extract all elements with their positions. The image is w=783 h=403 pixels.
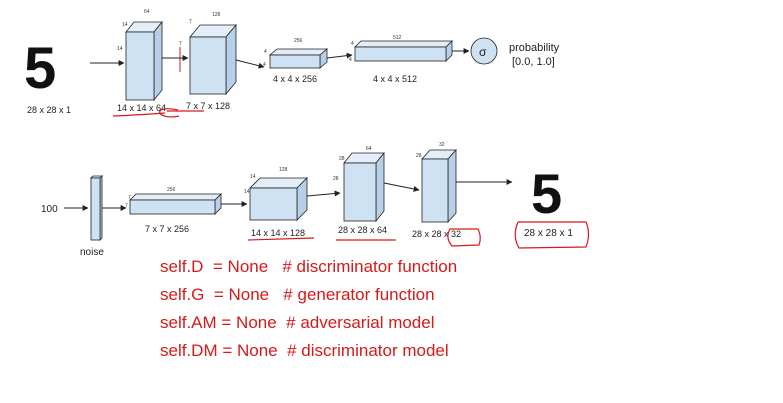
generator-layer4-left-dim: 28 (416, 153, 422, 159)
annotation-underline-14x14x128 (247, 237, 315, 241)
discriminator-layer4-label: 4 x 4 x 512 (373, 74, 417, 84)
generator-layer3-left-dim: 28 (339, 156, 345, 162)
noise-label: noise (80, 247, 104, 258)
generator-layer2-front-dim: 14 (244, 189, 250, 195)
discriminator-input-label: 28 x 28 x 1 (27, 105, 71, 115)
discriminator-network: 5 28 x 28 x 1 64 14 14 14 x 14 x 64 7 12… (24, 9, 560, 118)
sigmoid-node (470, 37, 498, 65)
discriminator-layer1-front-dim: 14 (117, 46, 123, 52)
generator-network: 100 noise 256 7 7 7 x 7 x 256 128 14 (41, 142, 590, 258)
discriminator-layer4-box: 512 4 4 (349, 35, 453, 63)
discriminator-input-digit: 5 (24, 36, 56, 101)
annotation-circle-64 (159, 108, 180, 118)
discriminator-layer1-left-dim: 14 (122, 22, 128, 28)
discriminator-layer2-top-dim: 128 (212, 12, 221, 18)
generator-layer2-label: 14 x 14 x 128 (251, 228, 305, 238)
sigmoid-symbol: σ (479, 45, 487, 59)
code-line-d: self.D = None # discriminator function (160, 257, 457, 276)
generator-layer1-box: 256 7 7 (125, 187, 222, 215)
discriminator-layer3-left-dim: 4 (264, 49, 267, 55)
discriminator-layer2-left-dim: 7 (189, 19, 192, 25)
discriminator-layer3-front-dim: 4 (263, 62, 266, 68)
code-line-g: self.G = None # generator function (160, 285, 435, 304)
arrow-layer3-to-layer4 (326, 52, 353, 59)
generator-output-digit: 5 (531, 162, 562, 225)
generator-layer1-front-dim: 7 (125, 203, 128, 209)
generator-output-label: 28 x 28 x 1 (524, 228, 573, 239)
generator-layer4-top-dim: 32 (439, 142, 445, 148)
generator-layer3-box: 64 28 28 (333, 146, 385, 223)
discriminator-layer2-box: 128 7 (189, 12, 237, 96)
code-line-dm: self.DM = None # discriminator model (160, 341, 449, 360)
discriminator-layer4-front-dim: 4 (349, 57, 352, 63)
probability-label: probability (509, 42, 560, 54)
generator-layer1-left-dim: 7 (128, 195, 131, 201)
code-line-am: self.AM = None # adversarial model (160, 313, 435, 332)
code-annotation: self.D = None # discriminator function s… (160, 257, 457, 360)
discriminator-layer1-box: 64 14 14 (117, 9, 163, 102)
arrow-layer2-to-layer3 (235, 59, 265, 69)
discriminator-layer1-top-dim: 64 (144, 9, 150, 15)
generator-layer2-box: 128 14 14 (244, 167, 308, 221)
generator-layer4-box: 32 28 (416, 142, 457, 224)
generator-layer2-top-dim: 128 (279, 167, 288, 173)
generator-layer4-label: 28 x 28 x 32 (412, 229, 461, 239)
discriminator-kernel-dim: 7 (179, 41, 182, 47)
generator-layer3-label: 28 x 28 x 64 (338, 225, 387, 235)
annotation-circle-32 (447, 228, 481, 247)
discriminator-layer2-label: 7 x 7 x 128 (186, 101, 230, 111)
generator-layer2-left-dim: 14 (250, 174, 256, 180)
discriminator-layer4-left-dim: 4 (351, 41, 354, 47)
generator-layer3-front-dim: 28 (333, 176, 339, 182)
arrow-gen-layer2-to-layer3 (306, 190, 341, 197)
discriminator-layer4-top-dim: 512 (393, 35, 402, 41)
discriminator-layer3-top-dim: 256 (294, 38, 303, 44)
noise-vector-box (90, 175, 103, 241)
arrow-gen-layer3-to-layer4 (383, 182, 420, 192)
discriminator-layer3-label: 4 x 4 x 256 (273, 74, 317, 84)
discriminator-layer3-box: 256 4 4 (263, 38, 329, 69)
generator-layer3-top-dim: 64 (366, 146, 372, 152)
generator-layer1-label: 7 x 7 x 256 (145, 224, 189, 234)
generator-layer1-top-dim: 256 (167, 187, 176, 193)
probability-range: [0.0, 1.0] (512, 56, 555, 68)
annotation-underline-14x14x64 (112, 112, 166, 117)
annotation-output-box (514, 221, 590, 249)
noise-value: 100 (41, 204, 58, 215)
discriminator-layer1-label: 14 x 14 x 64 (117, 103, 166, 113)
